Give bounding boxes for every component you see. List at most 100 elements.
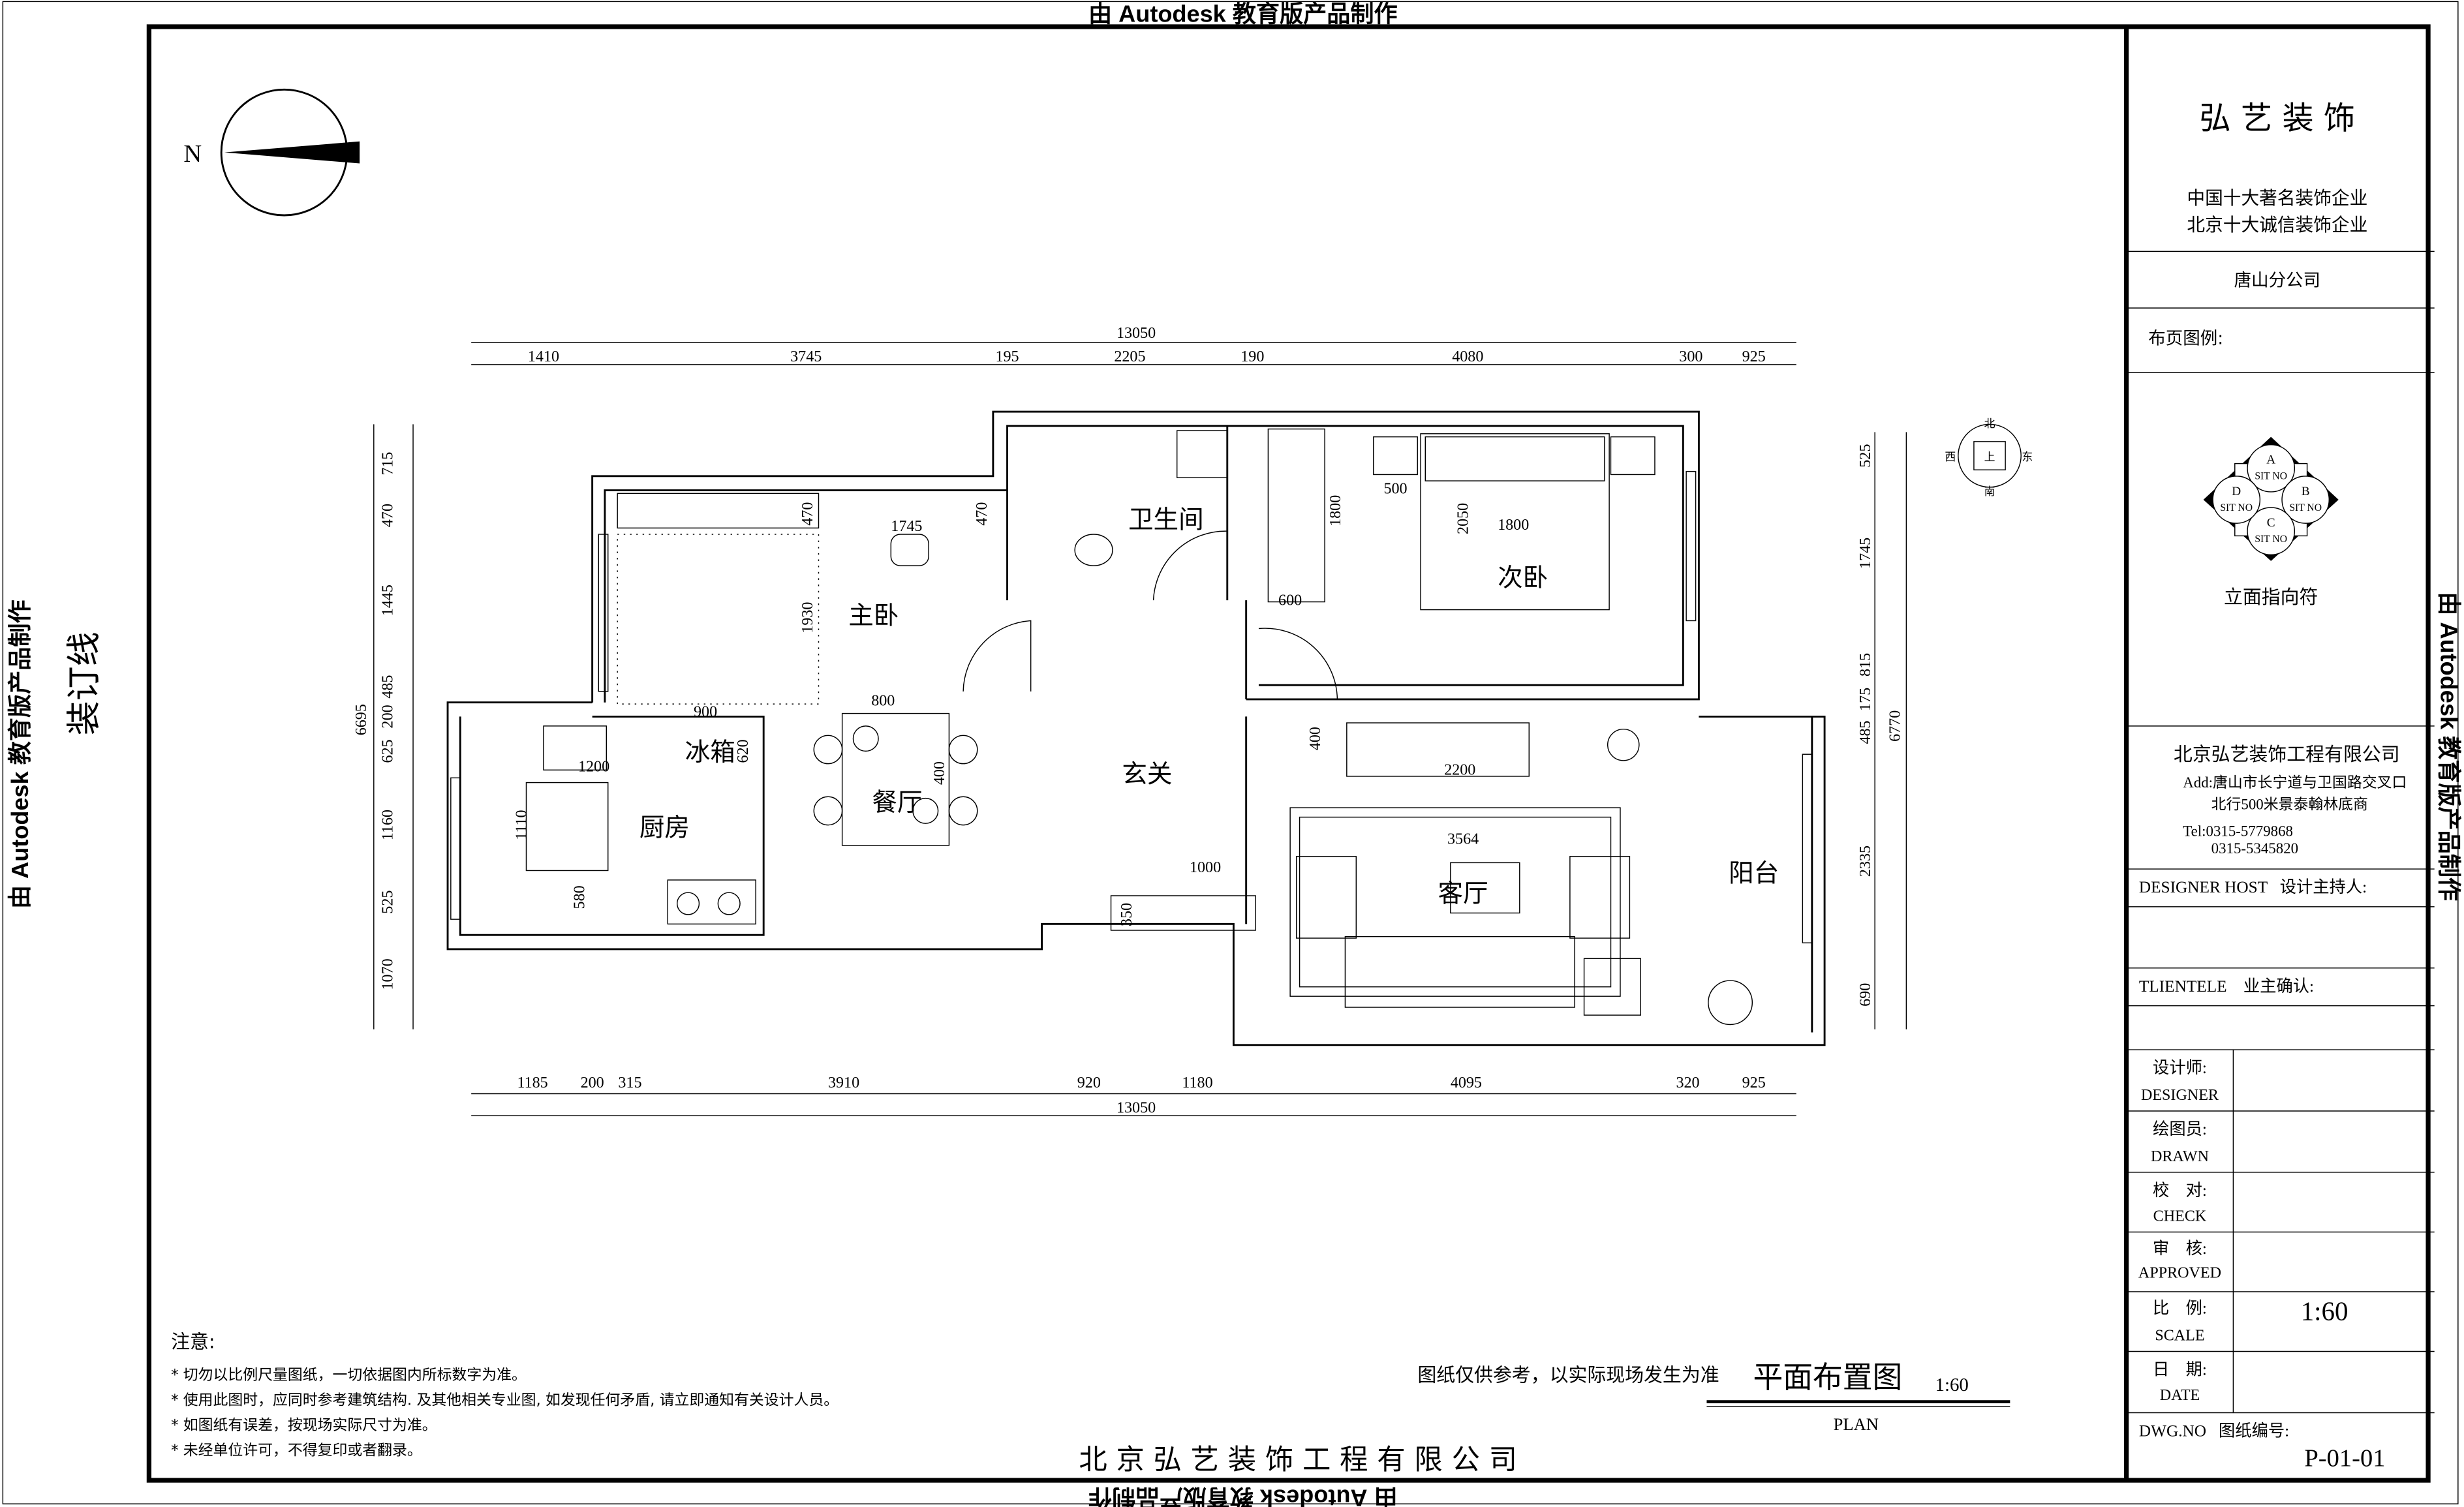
svg-text:1110: 1110	[513, 810, 530, 840]
plan-disclaimer: 图纸仅供参考，以实际现场发生为准	[1417, 1365, 1719, 1386]
svg-text:DESIGNER HOST 设计主持人:: DESIGNER HOST 设计主持人:	[2139, 878, 2367, 896]
notes: 注意: * 切勿以比例尺量图纸，一切依据图内所标数字为准。 * 使用此图时，应同…	[171, 1331, 839, 1459]
dimension-bottom: 13050 1185 200 315 3910 920 1180 4095 32…	[471, 1074, 1796, 1116]
svg-text:925: 925	[1742, 348, 1766, 365]
svg-text:APPROVED: APPROVED	[2138, 1264, 2221, 1281]
svg-text:470: 470	[799, 502, 816, 526]
plan-subtitle: PLAN	[1834, 1414, 1879, 1434]
svg-text:13050: 13050	[1116, 1099, 1156, 1116]
svg-text:6770: 6770	[1887, 710, 1904, 742]
svg-text:1200: 1200	[578, 759, 609, 776]
svg-text:13050: 13050	[1116, 325, 1156, 342]
room-balcony: 阳台	[1729, 859, 1779, 887]
svg-text:815: 815	[1857, 653, 1874, 677]
svg-text:4095: 4095	[1451, 1074, 1482, 1091]
room-living: 客厅	[1438, 880, 1488, 908]
svg-text:0315-5345820: 0315-5345820	[2211, 840, 2298, 857]
watermark-left: 由 Autodesk 教育版产品制作	[7, 600, 33, 909]
dimension-left: 6695 715 470 1445 485 200 625 1160 525 1…	[353, 424, 414, 1029]
svg-text:* 如图纸有误差，按现场实际尺寸为准。: * 如图纸有误差，按现场实际尺寸为准。	[171, 1417, 437, 1434]
svg-text:* 未经单位许可，不得复印或者翻录。: * 未经单位许可，不得复印或者翻录。	[171, 1442, 422, 1459]
svg-text:1445: 1445	[380, 585, 397, 616]
svg-text:1745: 1745	[891, 518, 922, 535]
svg-text:上: 上	[1984, 450, 1995, 463]
svg-text:* 使用此图时，应同时参考建筑结构. 及其他相关专业图, 如: * 使用此图时，应同时参考建筑结构. 及其他相关专业图, 如发现任何矛盾, 请立…	[171, 1392, 839, 1408]
svg-text:CHECK: CHECK	[2153, 1208, 2207, 1225]
svg-text:D: D	[2232, 485, 2241, 498]
svg-text:B: B	[2302, 485, 2310, 498]
north-arrow-icon: N	[183, 88, 360, 217]
svg-text:SIT NO: SIT NO	[2289, 502, 2322, 513]
svg-text:600: 600	[1278, 592, 1302, 609]
mini-compass-icon: 北 南 西 东 上	[1945, 417, 2033, 498]
svg-text:2335: 2335	[1857, 845, 1874, 877]
svg-text:4080: 4080	[1452, 348, 1483, 365]
svg-text:2050: 2050	[1455, 503, 1471, 534]
svg-text:* 切勿以比例尺量图纸，一切依据图内所标数字为准。: * 切勿以比例尺量图纸，一切依据图内所标数字为准。	[171, 1367, 527, 1384]
svg-text:1800: 1800	[1498, 517, 1529, 534]
elevation-index-symbol-icon: A B C D SIT NO SIT NO SIT NO SIT NO	[2203, 436, 2339, 561]
svg-text:Tel:0315-5779868: Tel:0315-5779868	[2183, 823, 2293, 839]
svg-text:1070: 1070	[380, 958, 397, 990]
room-dining: 餐厅	[872, 789, 922, 817]
room-master-bedroom: 主卧	[848, 602, 899, 630]
svg-text:北京弘艺装饰工程有限公司: 北京弘艺装饰工程有限公司	[2174, 744, 2400, 765]
svg-text:设计师:: 设计师:	[2153, 1059, 2207, 1077]
svg-text:SIT NO: SIT NO	[2220, 502, 2253, 513]
drawing-frame	[146, 24, 2431, 1483]
svg-text:P-01-01: P-01-01	[2304, 1444, 2385, 1472]
svg-text:2205: 2205	[1114, 348, 1145, 365]
room-kitchen: 厨房	[639, 814, 690, 842]
svg-text:SCALE: SCALE	[2155, 1328, 2204, 1345]
room-foyer: 玄关	[1122, 761, 1172, 789]
svg-text:南: 南	[1984, 485, 1995, 498]
dimension-right: 6770 525 1745 815 175 485 2335 690	[1857, 432, 1907, 1029]
svg-text:400: 400	[931, 761, 948, 785]
watermark-top: 由 Autodesk 教育版产品制作	[1088, 1, 1398, 27]
svg-text:Add:唐山市长宁道与卫国路交叉口: Add:唐山市长宁道与卫国路交叉口	[2183, 774, 2407, 791]
svg-text:525: 525	[380, 890, 397, 914]
svg-text:C: C	[2267, 516, 2275, 530]
svg-text:715: 715	[380, 452, 397, 476]
svg-text:400: 400	[1307, 727, 1324, 750]
svg-text:1180: 1180	[1182, 1074, 1212, 1091]
svg-text:弘 艺 装 饰: 弘 艺 装 饰	[2200, 100, 2356, 137]
svg-text:900: 900	[694, 703, 717, 720]
floor-plan-walls	[446, 410, 1826, 1046]
room-fridge: 冰箱	[685, 738, 735, 767]
svg-text:800: 800	[871, 693, 895, 710]
interior-dimensions: 1745 470 470 1930 800 900 1200 620 400 1…	[513, 480, 1529, 926]
binding-line-label: 装订线	[65, 632, 103, 735]
svg-text:625: 625	[380, 739, 397, 763]
svg-text:3564: 3564	[1447, 831, 1479, 848]
room-second-bedroom: 次卧	[1498, 564, 1548, 592]
svg-text:200: 200	[380, 705, 397, 728]
svg-text:500: 500	[1383, 480, 1407, 497]
furniture	[525, 428, 1753, 1026]
svg-text:2200: 2200	[1444, 762, 1475, 779]
svg-text:190: 190	[1240, 348, 1264, 365]
svg-text:日 期:: 日 期:	[2153, 1361, 2207, 1379]
svg-text:200: 200	[581, 1074, 604, 1091]
svg-text:315: 315	[618, 1074, 641, 1091]
svg-text:3910: 3910	[828, 1074, 859, 1091]
svg-text:北行500米景泰翰林底商: 北行500米景泰翰林底商	[2211, 797, 2368, 813]
svg-text:西: 西	[1945, 450, 1956, 463]
svg-text:1185: 1185	[517, 1074, 547, 1091]
svg-text:绘图员:: 绘图员:	[2153, 1120, 2207, 1138]
svg-text:DWG.NO 图纸编号:: DWG.NO 图纸编号:	[2139, 1422, 2289, 1440]
svg-text:925: 925	[1742, 1074, 1766, 1091]
plan-title: 平面布置图	[1753, 1361, 1903, 1394]
svg-text:DATE: DATE	[2160, 1387, 2200, 1404]
title-block: 弘 艺 装 饰 中国十大著名装饰企业 北京十大诚信装饰企业 唐山分公司 布页图例…	[2126, 100, 2435, 1472]
svg-text:北京十大诚信装饰企业: 北京十大诚信装饰企业	[2187, 214, 2367, 236]
svg-text:175: 175	[1857, 688, 1874, 711]
svg-text:300: 300	[1679, 348, 1702, 365]
svg-text:485: 485	[380, 675, 397, 699]
svg-text:1:60: 1:60	[2301, 1296, 2348, 1326]
svg-text:SIT NO: SIT NO	[2255, 471, 2287, 482]
svg-text:620: 620	[735, 739, 752, 763]
svg-text:350: 350	[1118, 903, 1135, 926]
svg-text:东: 东	[2022, 450, 2033, 463]
svg-text:立面指向符: 立面指向符	[2224, 587, 2318, 608]
